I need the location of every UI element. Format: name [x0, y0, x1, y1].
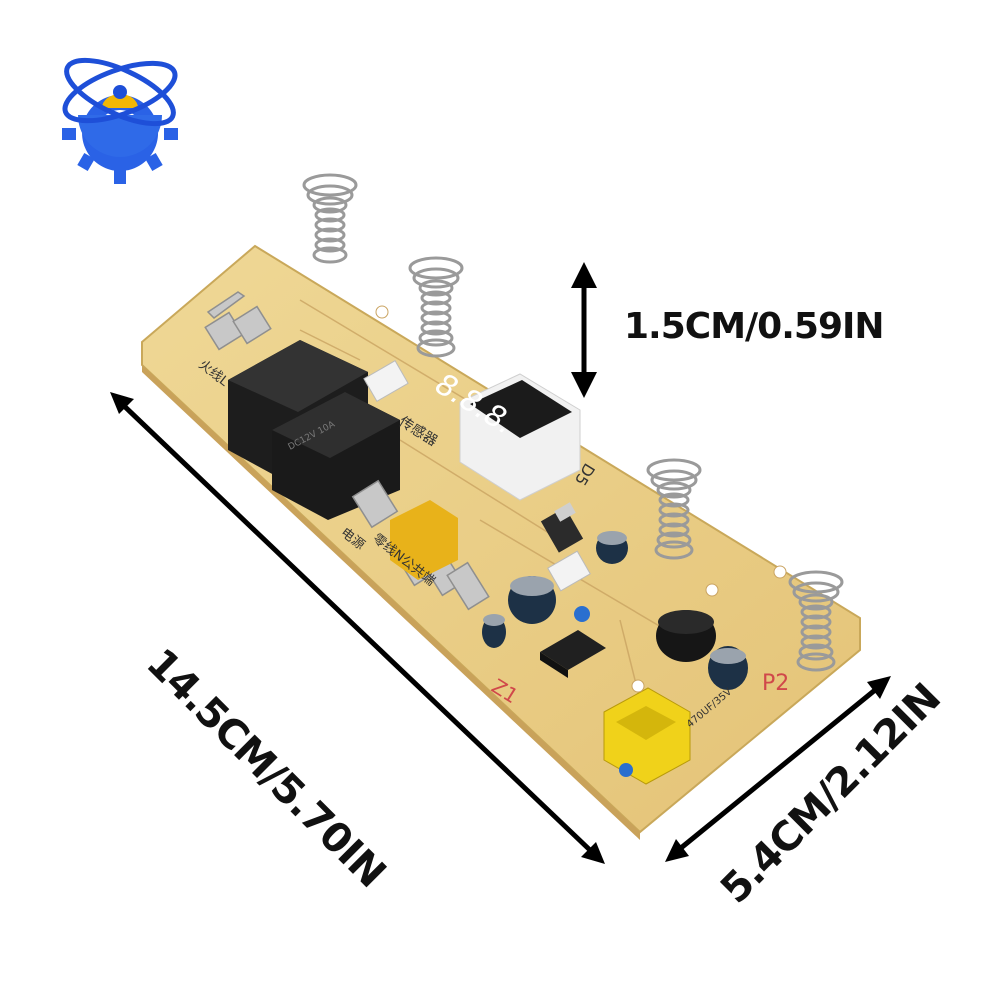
transformer	[603, 687, 691, 785]
length-arrow	[110, 392, 605, 864]
safety-capacitor	[390, 500, 458, 580]
p2-label: P2	[762, 671, 789, 696]
capacitors	[482, 531, 748, 690]
sensor-connector	[363, 360, 409, 402]
height-arrow	[571, 262, 597, 398]
pump-connector	[547, 550, 591, 592]
touch-springs	[302, 173, 844, 672]
ic-chip	[540, 630, 606, 678]
brand-logo	[62, 57, 178, 184]
led-display: 8.8.8.	[427, 368, 581, 501]
width-arrow	[665, 676, 891, 862]
height-dimension-label: 1.5CM/0.59IN	[624, 306, 885, 347]
